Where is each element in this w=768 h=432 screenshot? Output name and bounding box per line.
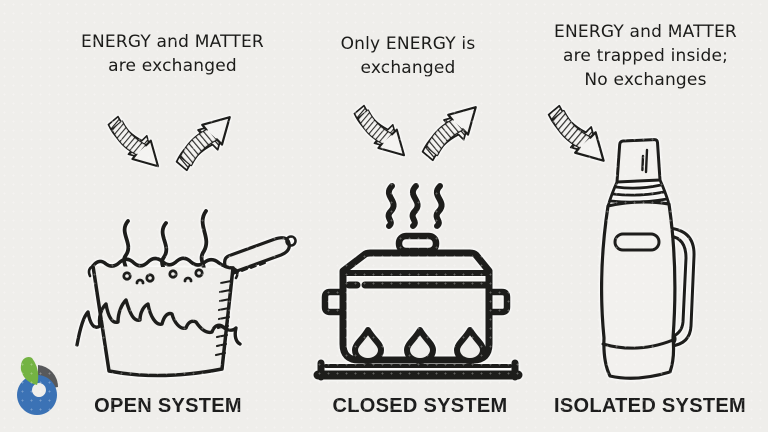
thermos-flask-icon [600,138,696,380]
logo-blue-swirl [17,375,58,415]
arrow-up-right-icon [421,106,477,162]
logo-green-leaf [20,357,39,385]
boiling-pan-on-fire-icon [75,209,297,378]
stove-tray [313,359,523,381]
flame-icon [75,298,242,347]
burner-flames-icon [352,327,486,364]
label-open-system: OPEN SYSTEM [94,395,242,417]
arrow-down-right-icon [107,115,160,168]
caption-isolated-system: ENERGY and MATTER are trapped inside; No… [533,20,758,92]
caption-line: are exchanged [108,56,237,76]
caption-line: ENERGY and MATTER [81,32,264,52]
heat-waves-icon [385,183,445,229]
arrow-down-right-icon [353,104,406,157]
brand-logo [17,357,59,415]
thermos-cap [615,138,662,184]
label-isolated-system: ISOLATED SYSTEM [554,395,746,417]
caption-line: are trapped inside; [562,46,729,66]
caption-closed-system: Only ENERGY is exchanged [300,32,516,80]
thermos-neck-ribs [606,178,671,208]
pot-lid [339,232,493,364]
label-closed-system: CLOSED SYSTEM [332,395,508,417]
caption-line: Only ENERGY is [340,34,476,54]
caption-line: No exchanges [584,70,707,90]
thermos-body [600,200,677,380]
caption-open-system: ENERGY and MATTER are exchanged [60,30,285,78]
bubbles [122,268,204,285]
covered-pot-on-stove-icon [313,232,523,381]
arrow-up-right-icon [175,116,231,172]
pot-handles [321,288,511,316]
caption-line: ENERGY and MATTER [554,22,737,42]
caption-line: exchanged [360,58,456,78]
